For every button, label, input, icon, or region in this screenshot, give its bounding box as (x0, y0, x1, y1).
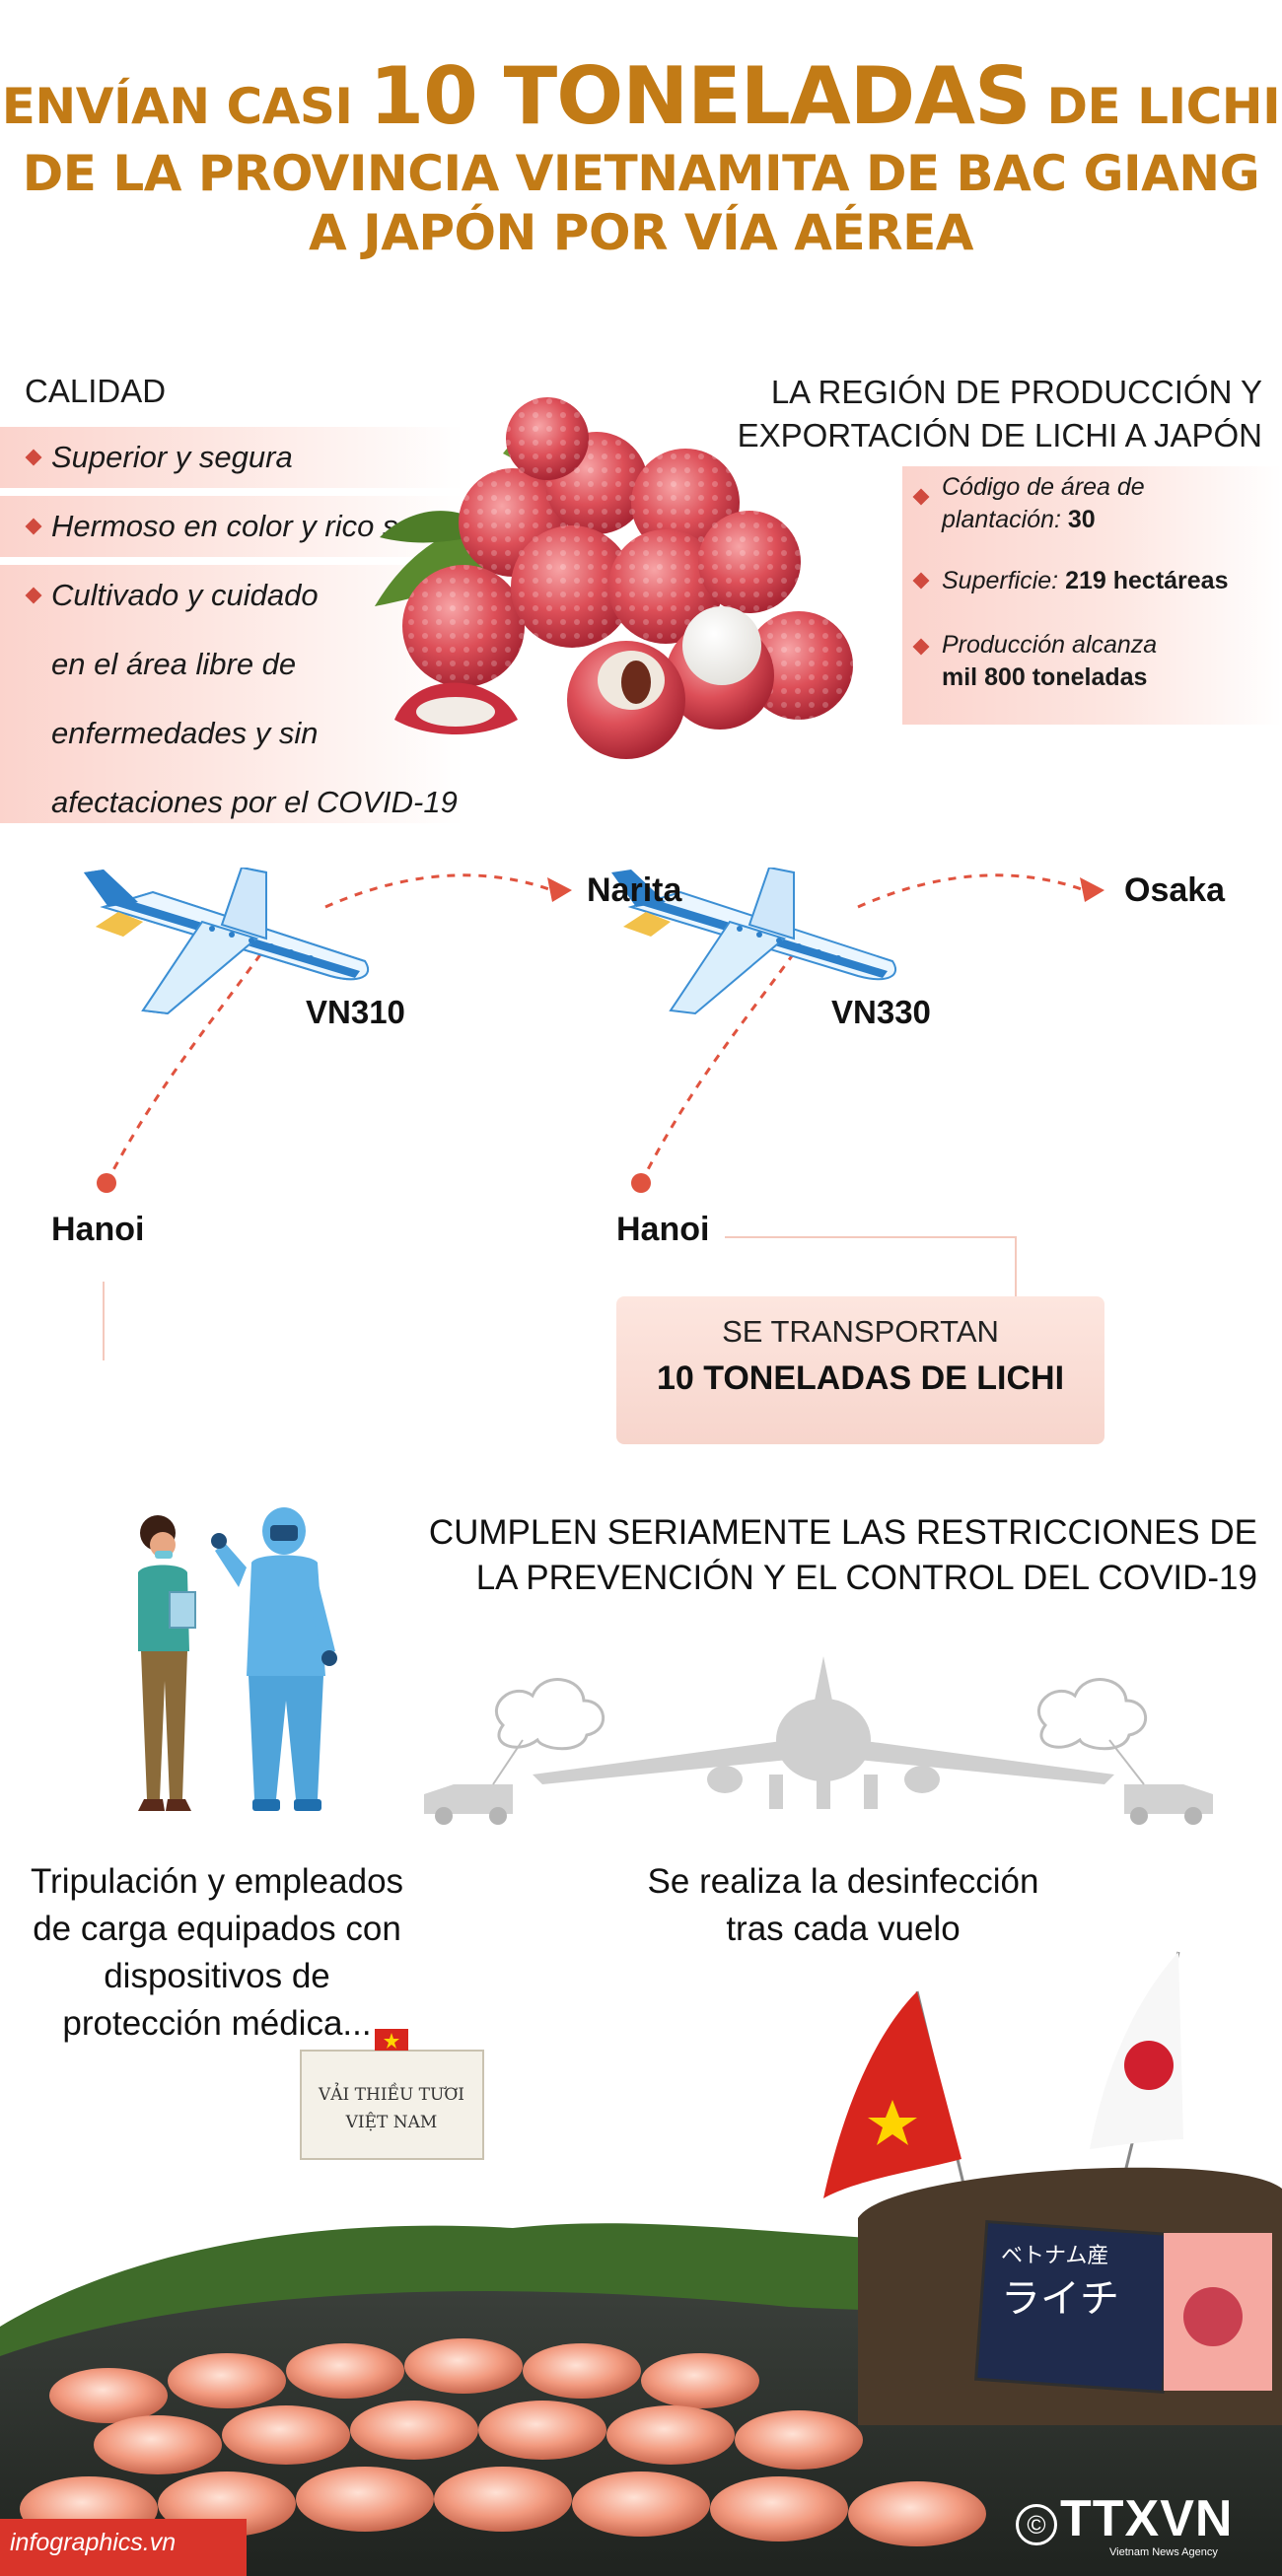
destination-city: Narita (587, 871, 682, 909)
quality-item-text: Cultivado y cuidado en el área libre de … (51, 578, 458, 819)
origin-city: Hanoi (51, 1211, 145, 1248)
title-line-2: DE LA PROVINCIA VIETNAMITA DE BAC GIANG (22, 145, 1260, 202)
route-line (857, 873, 1091, 909)
crew-member-figure (138, 1515, 196, 1811)
route-line (324, 873, 558, 909)
flight-routes-diagram (84, 868, 1104, 1360)
flight-number: VN310 (306, 994, 405, 1030)
lychee-packs (20, 2338, 986, 2546)
region-stat-area: Superficie: 219 hectáreas (942, 567, 1229, 594)
vn-sign-line-1: VẢI THIỀU TƯƠI (318, 2083, 464, 2105)
quality-item (0, 565, 463, 823)
page-title: ENVÍAN CASI 10 TONELADAS DE LICHI DE LA … (0, 49, 1282, 262)
workers-illustration (138, 1507, 337, 1811)
origin-city: Hanoi (616, 1211, 710, 1248)
region-stat-production: Producción alcanza mil 800 toneladas (942, 631, 1158, 691)
quality-heading: CALIDAD (25, 373, 167, 409)
disinfection-caption: Se realiza la desinfección tras cada vue… (647, 1862, 1039, 1948)
jp-sign-line-1: ベトナム産 (1001, 2244, 1108, 2268)
region-heading: LA REGIÓN DE PRODUCCIÓN Y EXPORTACIÓN DE… (737, 374, 1262, 453)
vietnam-product-sign (300, 2029, 484, 2160)
quality-item (0, 496, 463, 557)
quality-item (0, 427, 463, 488)
disinfection-truck-icon (424, 1784, 1213, 1825)
vn-sign-line-2: VIỆT NAM (345, 2113, 438, 2132)
origin-dot-icon (631, 1173, 651, 1193)
jp-sign-line-2: ライチ (1001, 2276, 1119, 2322)
region-stat-area-code: Código de área de plantación: 30 (942, 473, 1145, 533)
japan-product-sign (858, 2167, 1282, 2425)
arrow-head-icon (547, 877, 572, 902)
agency-logo: TTXVN (1060, 2490, 1234, 2547)
market-display-photo: VẢI THIỀU TƯƠI VIỆT NAM ベトナム産 ライチ (0, 1951, 1282, 2576)
flight-number: VN330 (831, 994, 931, 1030)
title-line-1: ENVÍAN CASI 10 TONELADAS DE LICHI (1, 50, 1281, 142)
protective-suit-figure (211, 1507, 337, 1811)
footer-source: infographics.vn (10, 2529, 177, 2556)
arrow-head-icon (1080, 877, 1104, 902)
lychee-fruit (394, 397, 853, 759)
route-line (105, 945, 268, 1184)
spray-cloud-icon (495, 1678, 1148, 1751)
covid-heading: CUMPLEN SERIAMENTE LAS RESTRICCIONES DE … (428, 1513, 1257, 1597)
aircraft-front-icon (533, 1656, 1114, 1809)
footer-band (0, 2519, 247, 2576)
copyright-icon: © (1016, 2504, 1057, 2545)
agency-subtitle: Vietnam News Agency (1109, 2546, 1218, 2558)
crew-caption: Tripulación y empleados de carga equipad… (30, 1862, 404, 2043)
lychee-illustration (375, 397, 853, 759)
origin-dot-icon (97, 1173, 116, 1193)
disinfection-illustration (424, 1656, 1213, 1825)
quality-item-text: Superior y segura (51, 440, 293, 474)
title-line-3: A JAPÓN POR VÍA AÉREA (309, 204, 973, 261)
destination-city: Osaka (1124, 871, 1226, 909)
transport-summary: SE TRANSPORTAN 10 TONELADAS DE LICHI (616, 1296, 1104, 1444)
title-highlight: 10 TONELADAS (369, 50, 1031, 142)
region-stats-panel (902, 466, 1282, 725)
